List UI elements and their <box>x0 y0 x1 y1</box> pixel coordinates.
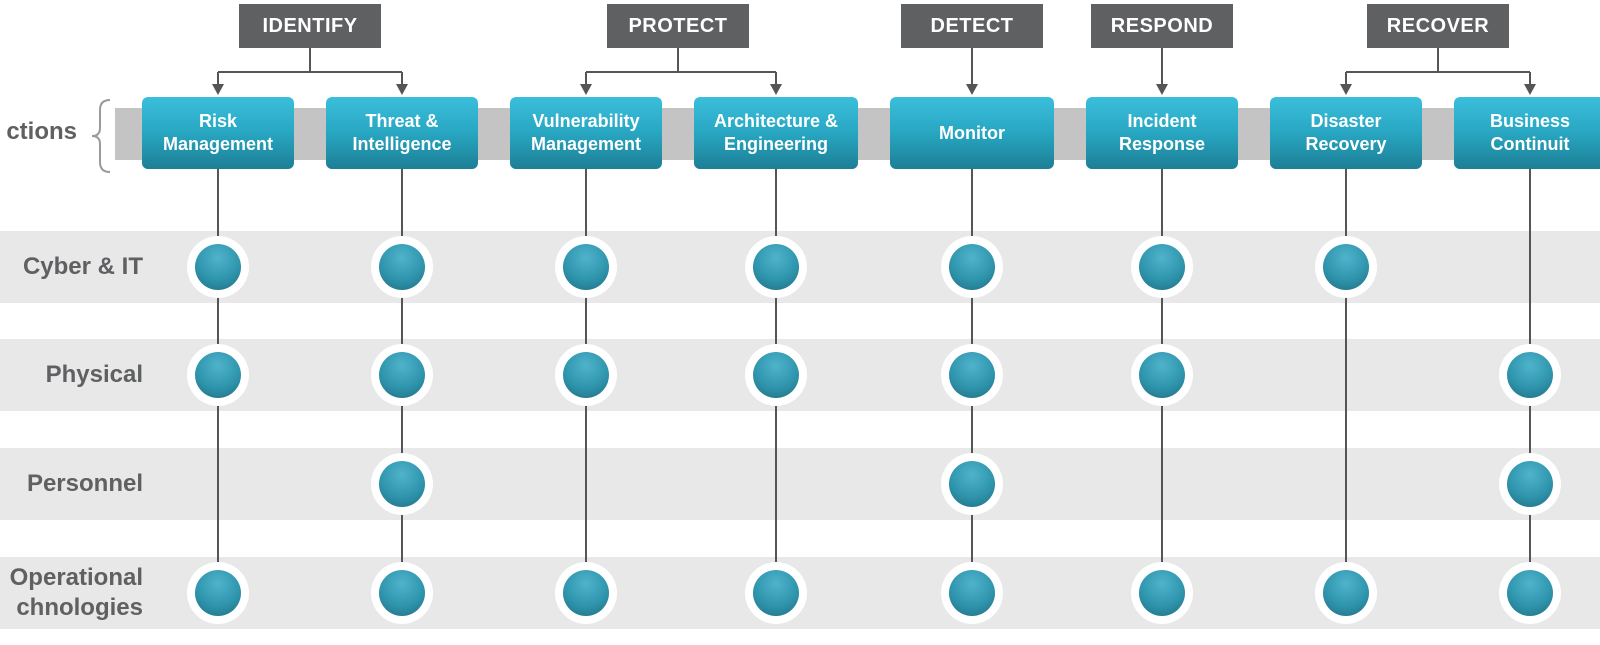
coverage-dot <box>1131 344 1193 406</box>
row-label-physical: Physical <box>45 361 143 388</box>
circle-icon <box>379 570 425 616</box>
circle-icon <box>1139 352 1185 398</box>
coverage-dot <box>1499 562 1561 624</box>
circle-icon <box>753 244 799 290</box>
coverage-dot <box>1315 562 1377 624</box>
arrow-down-icon <box>1524 84 1536 95</box>
coverage-dot <box>1499 453 1561 515</box>
function-disaster-recovery: Disaster Recovery <box>1270 97 1422 169</box>
circle-icon <box>949 352 995 398</box>
coverage-dot <box>745 344 807 406</box>
coverage-dot <box>371 236 433 298</box>
circle-icon <box>195 570 241 616</box>
row-band <box>0 448 1600 520</box>
circle-icon <box>1323 570 1369 616</box>
category-protect: PROTECT <box>607 4 749 48</box>
arrow-down-icon <box>1340 84 1352 95</box>
function-monitor: Monitor <box>890 97 1054 169</box>
circle-icon <box>379 461 425 507</box>
category-recover: RECOVER <box>1367 4 1509 48</box>
function-business-continuit: Business Continuit <box>1454 97 1600 169</box>
circle-icon <box>949 461 995 507</box>
circle-icon <box>563 570 609 616</box>
circle-icon <box>379 244 425 290</box>
circle-icon <box>1323 244 1369 290</box>
arrow-down-icon <box>396 84 408 95</box>
category-identify: IDENTIFY <box>239 4 381 48</box>
coverage-dot <box>187 236 249 298</box>
category-respond: RESPOND <box>1091 4 1233 48</box>
arrow-down-icon <box>770 84 782 95</box>
category-detect: DETECT <box>901 4 1043 48</box>
column-line <box>1345 168 1347 593</box>
coverage-dot <box>941 236 1003 298</box>
coverage-dot <box>187 562 249 624</box>
circle-icon <box>1507 570 1553 616</box>
function-incident-response: Incident Response <box>1086 97 1238 169</box>
coverage-dot <box>371 453 433 515</box>
functions-brace-icon <box>91 99 111 173</box>
coverage-dot <box>941 453 1003 515</box>
circle-icon <box>949 244 995 290</box>
coverage-dot <box>941 562 1003 624</box>
function-vulnerability-management: Vulnerability Management <box>510 97 662 169</box>
coverage-dot <box>555 562 617 624</box>
coverage-dot <box>1131 236 1193 298</box>
arrow-down-icon <box>580 84 592 95</box>
circle-icon <box>195 352 241 398</box>
function-threat-intelligence: Threat & Intelligence <box>326 97 478 169</box>
functions-heading: ctions <box>6 118 77 145</box>
circle-icon <box>195 244 241 290</box>
circle-icon <box>1507 461 1553 507</box>
circle-icon <box>949 570 995 616</box>
coverage-dot <box>745 236 807 298</box>
coverage-dot <box>371 562 433 624</box>
coverage-dot <box>1315 236 1377 298</box>
coverage-dot <box>555 236 617 298</box>
function-architecture-engineering: Architecture & Engineering <box>694 97 858 169</box>
arrow-down-icon <box>1156 84 1168 95</box>
circle-icon <box>1139 244 1185 290</box>
coverage-dot <box>555 344 617 406</box>
circle-icon <box>753 570 799 616</box>
row-label-personnel: Personnel <box>26 470 143 497</box>
row-label-cyber-it: Cyber & IT <box>22 253 143 280</box>
circle-icon <box>1507 352 1553 398</box>
coverage-dot <box>1499 344 1561 406</box>
coverage-dot <box>187 344 249 406</box>
row-label-operational-chnologies: Operational chnologies <box>9 564 143 621</box>
circle-icon <box>753 352 799 398</box>
coverage-dot <box>371 344 433 406</box>
circle-icon <box>563 244 609 290</box>
function-risk-management: Risk Management <box>142 97 294 169</box>
coverage-dot <box>745 562 807 624</box>
circle-icon <box>379 352 425 398</box>
circle-icon <box>1139 570 1185 616</box>
arrow-down-icon <box>212 84 224 95</box>
arrow-down-icon <box>966 84 978 95</box>
coverage-dot <box>1131 562 1193 624</box>
circle-icon <box>563 352 609 398</box>
coverage-dot <box>941 344 1003 406</box>
